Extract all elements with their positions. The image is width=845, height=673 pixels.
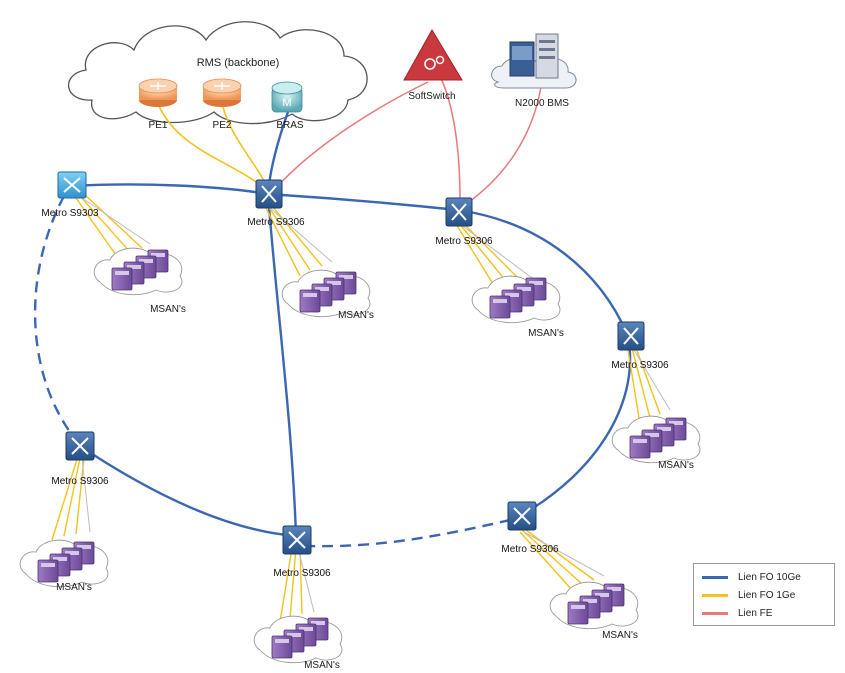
n2000-bms: N2000 BMS [491,33,577,109]
metro-switch-3: Metro S9306 [611,321,669,371]
links-fo10 [71,111,632,538]
metro-label-1: Metro S9306 [247,217,305,228]
softswitch-label: SoftSwitch [408,91,455,102]
metro-switch-2: Metro S9306 [435,197,493,247]
softswitch: SoftSwitch [403,29,463,102]
n2000-label: N2000 BMS [515,98,569,109]
msan-cluster-5: MSAN's [19,539,109,593]
msan-unit-panel [645,433,659,437]
msan-label: MSAN's [338,310,374,321]
legend-item-fo10: Lien FO 10Ge [702,570,801,584]
msan-unit-panel [127,265,141,269]
metro-label-primary: Metro S9303 [41,208,99,219]
legend-item-fe: Lien FE [702,606,772,620]
links-fe [275,75,543,205]
msan-unit-panel [275,639,289,643]
msan-feeders [51,193,671,623]
msan-unit-panel [315,287,329,291]
msan-unit-panel [77,545,91,549]
msan-cluster-7: MSAN's [549,581,639,641]
legend-swatch-fe [702,611,728,615]
svg-text:M: M [282,97,291,109]
metro-switch-6: Metro S9306 [501,501,559,555]
metro-switch-1: Metro S9306 [247,179,305,228]
router-bras: M BRAS [271,81,304,131]
msan-unit-panel [53,557,67,561]
msan-unit-panel [311,621,325,625]
msan-label: MSAN's [56,582,92,593]
msan-unit-panel [669,421,683,425]
router-pe1: PE1 [138,78,178,131]
msan-unit-panel [115,271,129,275]
router-label-bras: BRAS [276,120,304,131]
legend-label-fo1: Lien FO 1Ge [738,589,796,601]
msan-unit-panel [339,275,353,279]
cloud-title: RMS (backbone) [197,57,280,69]
msan-unit-panel [65,551,79,555]
legend-item-fo1: Lien FO 1Ge [702,588,795,602]
legend-swatch-fo10 [702,575,728,579]
router-pe2: PE2 [202,78,242,131]
metro-label-3: Metro S9306 [611,360,669,371]
msan-label: MSAN's [150,304,186,315]
msan-cluster-6: MSAN's [253,615,343,671]
msan-cluster-2: MSAN's [281,269,374,321]
msan-unit-panel [517,287,531,291]
msan-unit-panel [139,259,153,263]
msan-unit-panel [583,599,597,603]
msan-cluster-1: MSAN's [93,247,186,315]
metro-switch-4: Metro S9306 [51,431,109,487]
msan-unit-panel [151,253,165,257]
msan-unit-panel [595,593,609,597]
msan-unit-panel [299,627,313,631]
msan-unit-panel [287,633,301,637]
metro-label-4: Metro S9306 [51,476,109,487]
msan-label: MSAN's [528,328,564,339]
msan-cluster-4: MSAN's [611,415,701,471]
links-fo10-dashed [33,195,511,548]
msan-unit-panel [529,281,543,285]
metro-label-2: Metro S9306 [435,236,493,247]
msan-unit-panel [571,605,585,609]
msan-unit-panel [41,563,55,567]
msan-label: MSAN's [304,660,340,671]
msan-label: MSAN's [658,460,694,471]
legend: Lien FO 10Ge Lien FO 1Ge Lien FE [693,563,835,626]
metro-switch-5: Metro S9306 [273,525,331,579]
msan-unit-panel [633,439,647,443]
router-label-pe1: PE1 [149,120,168,131]
msan-unit-panel [493,299,507,303]
msan-unit-panel [607,587,621,591]
msan-cluster-3: MSAN's [471,275,564,339]
metro-label-6: Metro S9306 [501,544,559,555]
legend-swatch-fo1 [702,593,728,597]
metro-label-5: Metro S9306 [273,568,331,579]
msan-unit-panel [505,293,519,297]
backbone-cloud: RMS (backbone) [68,21,368,125]
msan-unit-panel [303,293,317,297]
msan-unit-panel [657,427,671,431]
router-label-pe2: PE2 [213,120,232,131]
legend-label-fe: Lien FE [738,607,773,619]
msan-unit-panel [327,281,341,285]
metro-switch-primary: Metro S9303 [41,171,99,219]
legend-label-fo10: Lien FO 10Ge [738,571,801,583]
msan-label: MSAN's [602,630,638,641]
